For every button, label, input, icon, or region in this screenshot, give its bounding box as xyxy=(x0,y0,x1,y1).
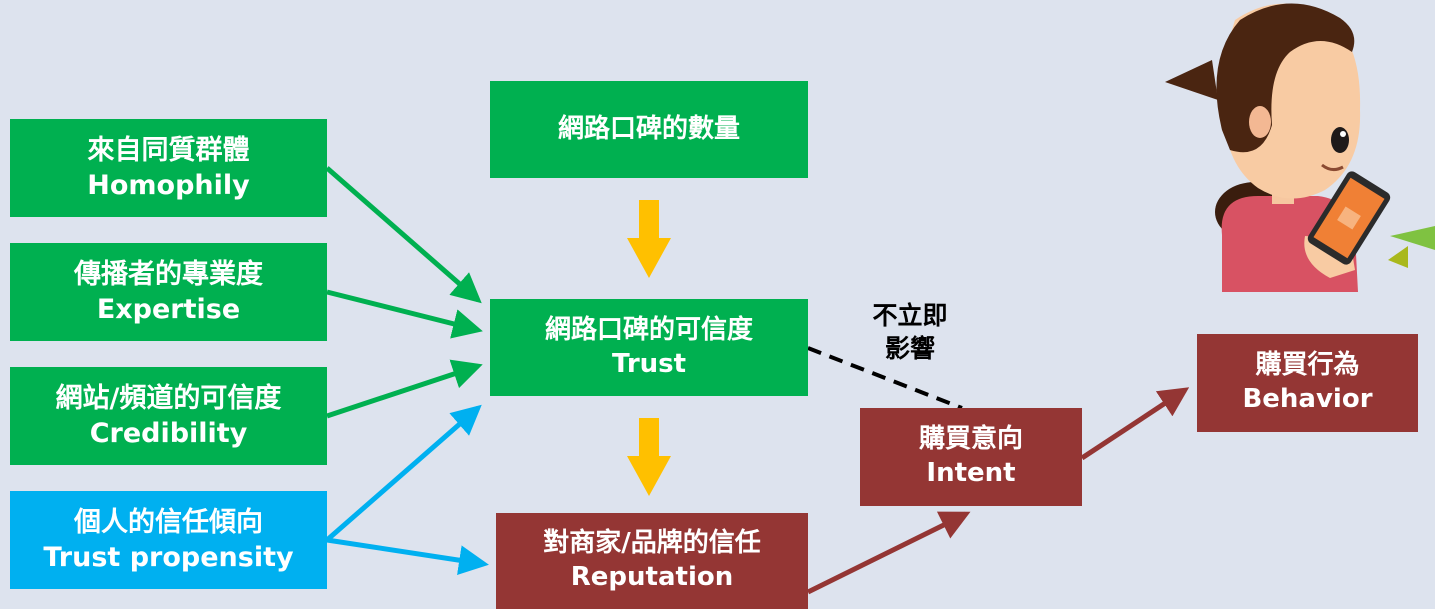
node-homophily-zh: 來自同質群體 xyxy=(87,134,250,166)
node-trust-zh: 網路口碑的可信度 xyxy=(544,314,753,345)
node-ewom-trust: 網路口碑的可信度 Trust xyxy=(490,299,808,396)
node-purchase-behavior: 購買行為 Behavior xyxy=(1197,334,1418,432)
node-trust-propensity: 個人的信任傾向 Trust propensity xyxy=(10,491,327,589)
dashed-label-line2: 影響 xyxy=(884,333,935,363)
girl-with-smartphone-icon xyxy=(1165,3,1435,292)
arrow-propensity-to-reputation xyxy=(326,537,489,576)
dashed-link-label: 不立即 影響 xyxy=(840,300,980,365)
arrow-expertise-to-trust xyxy=(326,289,483,339)
node-volume-zh: 網路口碑的數量 xyxy=(557,113,740,144)
node-propensity-zh: 個人的信任傾向 xyxy=(74,506,263,538)
node-credibility-zh: 網站/頻道的可信度 xyxy=(55,382,282,414)
node-reputation-zh: 對商家/品牌的信任 xyxy=(543,528,761,559)
node-reputation-en: Reputation xyxy=(570,562,734,592)
node-trust-en: Trust xyxy=(611,348,687,379)
node-expertise: 傳播者的專業度 Expertise xyxy=(10,243,327,341)
node-expertise-zh: 傳播者的專業度 xyxy=(74,258,263,290)
node-propensity-en: Trust propensity xyxy=(43,542,294,573)
node-credibility-en: Credibility xyxy=(89,418,248,449)
node-expertise-en: Expertise xyxy=(96,294,241,325)
node-homophily-en: Homophily xyxy=(87,170,250,201)
yellow-arrow-volume-to-trust xyxy=(627,200,671,278)
node-homophily: 來自同質群體 Homophily xyxy=(10,119,327,217)
arrow-reputation-to-intent xyxy=(806,511,971,595)
node-intent-zh: 購買意向 xyxy=(918,424,1023,455)
node-behavior-zh: 購買行為 xyxy=(1255,350,1360,381)
arrow-homophily-to-trust xyxy=(325,166,482,304)
yellow-arrow-trust-to-reputation xyxy=(627,418,671,496)
node-ewom-volume: 網路口碑的數量 xyxy=(490,81,808,178)
arrow-intent-to-behavior xyxy=(1080,387,1190,461)
arrow-credibility-to-trust xyxy=(326,359,483,419)
node-purchase-intent: 購買意向 Intent xyxy=(860,408,1082,506)
node-reputation: 對商家/品牌的信任 Reputation xyxy=(496,513,808,609)
node-credibility: 網站/頻道的可信度 Credibility xyxy=(10,367,327,465)
node-intent-en: Intent xyxy=(926,458,1016,488)
node-behavior-en: Behavior xyxy=(1242,384,1373,414)
dashed-label-line1: 不立即 xyxy=(872,301,948,330)
dashed-trust-to-intent xyxy=(807,346,963,410)
arrow-propensity-to-trust xyxy=(325,404,482,542)
